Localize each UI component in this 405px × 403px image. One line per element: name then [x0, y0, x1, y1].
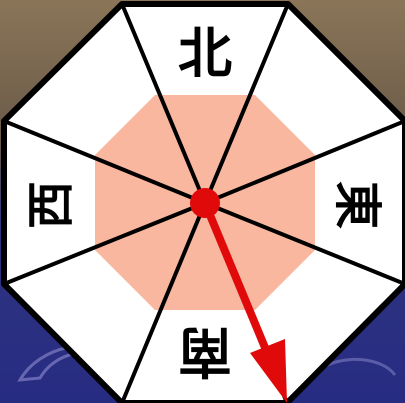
pointer-pivot	[190, 188, 220, 218]
north-label: 北	[178, 21, 232, 85]
south-label: 南	[178, 320, 232, 384]
west-label: 西	[23, 181, 79, 229]
east-label: 東	[329, 181, 385, 229]
